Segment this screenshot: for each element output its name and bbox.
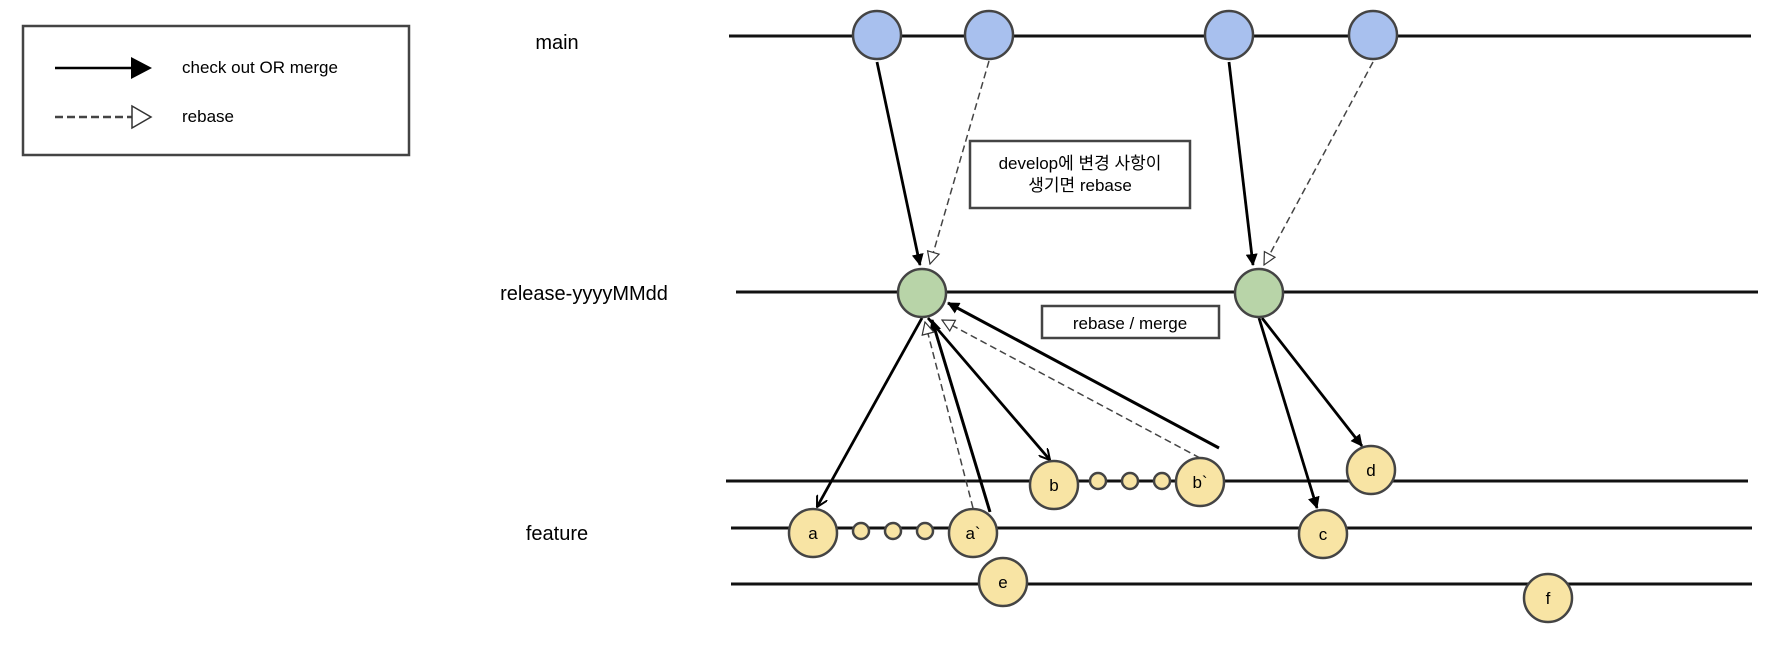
feature-commit-f — [1522, 572, 1574, 624]
annotation-text: rebase / merge — [1073, 314, 1187, 333]
branch-label-release: release-yyyyMMdd — [500, 283, 668, 305]
node-label-a: a — [808, 524, 818, 543]
annotation-develop-note: develop에 변경 사항이 생기면 rebase — [968, 139, 1192, 210]
node-label-c: c — [1319, 525, 1328, 544]
edge-a-prime-to-release1-merge — [929, 319, 992, 513]
edge-b-prime-to-release1-merge — [947, 301, 1220, 450]
node-label-b-prime: b` — [1192, 473, 1207, 492]
intermediate-commit-dot — [851, 521, 871, 541]
annotation-rebase-merge-note: rebase / merge — [1040, 304, 1221, 340]
legend-filled-arrowhead-icon — [131, 57, 152, 79]
annotation-line-2: 생기면 rebase — [1028, 176, 1132, 195]
branch-label-main: main — [535, 32, 578, 54]
edge-main4-to-release2-rebase — [1263, 61, 1374, 265]
legend-label-checkout-merge: check out OR merge — [182, 58, 338, 77]
edge-a-prime-to-release1-rebase — [925, 322, 974, 509]
annotation-box — [1040, 304, 1221, 340]
edge-release1-to-a-checkout — [815, 317, 924, 507]
node-label-d: d — [1366, 461, 1375, 480]
main-commit-node-2 — [963, 9, 1015, 61]
edge-b-prime-to-release1-rebase — [942, 319, 1201, 459]
intermediate-commit-dot — [1088, 471, 1108, 491]
node-label-b: b — [1049, 476, 1058, 495]
edge-main2-to-release1-rebase — [930, 60, 990, 264]
feature-commit-e — [977, 556, 1029, 608]
annotation-box — [968, 139, 1192, 210]
edge-main3-to-release2-checkout — [1227, 61, 1258, 266]
release-commit-node-1 — [896, 267, 948, 319]
feature-commit-b-prime — [1174, 456, 1226, 508]
edge-release1-to-b-checkout — [926, 317, 1050, 460]
main-commit-node-1 — [851, 9, 903, 61]
intermediate-commit-dot — [1120, 471, 1140, 491]
annotation-line-1: develop에 변경 사항이 — [999, 154, 1162, 173]
main-commit-node-3 — [1203, 9, 1255, 61]
main-commit-node-4 — [1347, 9, 1399, 61]
feature-commit-c — [1297, 508, 1349, 560]
branch-label-feature: feature — [526, 523, 588, 545]
legend: check out OR merge rebase — [21, 24, 411, 157]
node-label-f: f — [1546, 589, 1551, 608]
node-label-e: e — [998, 573, 1007, 592]
intermediate-commit-dot — [915, 521, 935, 541]
edge-release2-to-c-checkout — [1257, 317, 1320, 509]
legend-open-arrowhead-icon — [131, 104, 153, 130]
feature-commit-a — [787, 507, 839, 559]
feature-commit-b — [1028, 459, 1080, 511]
node-label-a-prime: a` — [965, 524, 980, 543]
release-commit-node-2 — [1233, 267, 1285, 319]
legend-box — [21, 24, 411, 157]
edge-release2-to-d-checkout — [1260, 317, 1364, 447]
feature-commit-d — [1345, 444, 1397, 496]
edge-main1-to-release1-checkout — [875, 61, 924, 266]
legend-label-rebase: rebase — [182, 107, 234, 126]
feature-commit-a-prime — [947, 507, 999, 559]
intermediate-commit-dot — [883, 521, 903, 541]
intermediate-commit-dot — [1152, 471, 1172, 491]
